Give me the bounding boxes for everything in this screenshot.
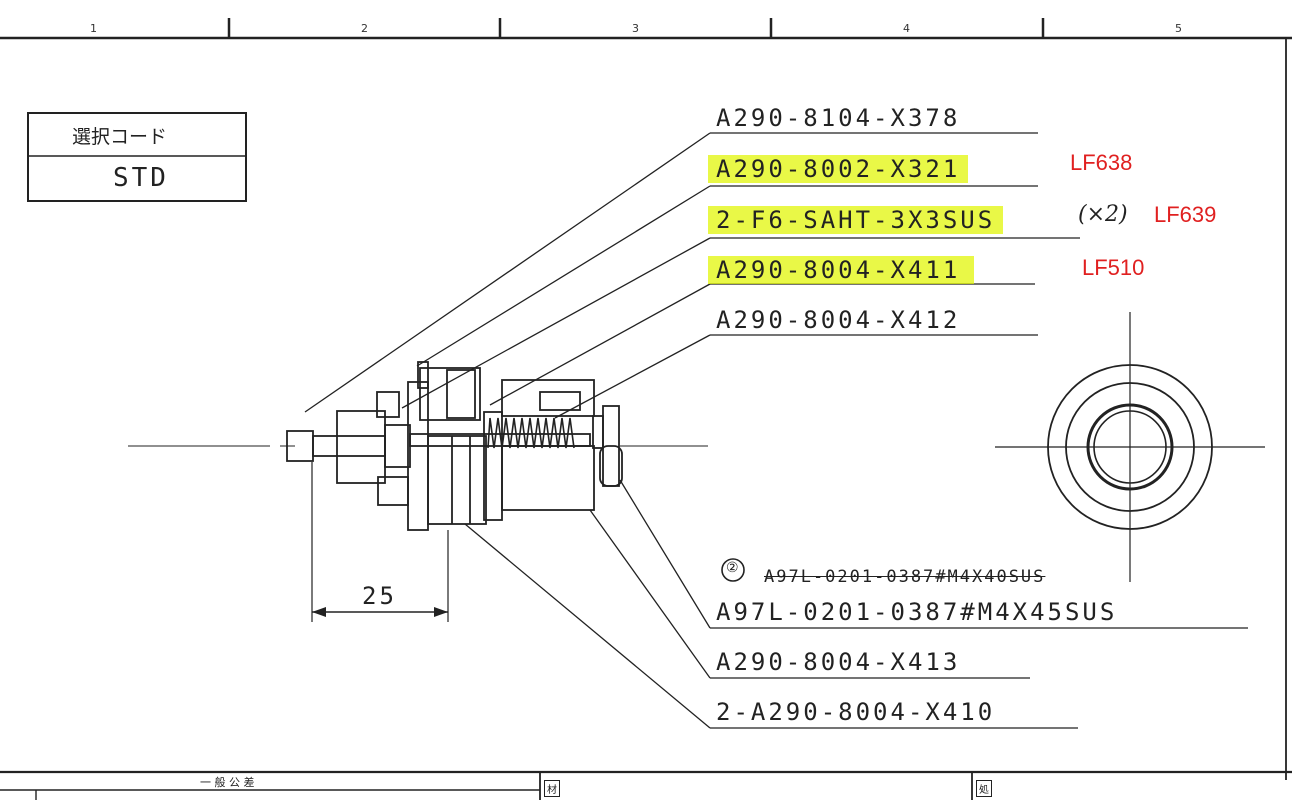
zone-label: 5 [1175,22,1182,35]
zone-label: 2 [361,22,368,35]
part-side-view [286,361,623,531]
superseded-part-number: A97L-0201-0387#M4X40SUS [764,567,1046,587]
dimension-arrow [434,607,448,617]
title-block-material-label: 材 [544,780,560,797]
part-number-label: A290-8004-X413 [716,648,961,676]
part-number-label-highlighted: 2-F6-SAHT-3X3SUS [708,206,1004,234]
dimension-arrow [312,607,326,617]
marker-circle [721,558,745,582]
ref-code-label: LF510 [1082,255,1145,280]
part-number-label: 2-A290-8004-X410 [716,698,996,726]
selection-code-value: STD [113,163,169,193]
part-number-label-highlighted: A290-8004-X411 [708,256,975,284]
part-number-label: A97L-0201-0387#M4X45SUS [716,598,1118,626]
part-number-label: A290-8004-X412 [716,306,961,334]
quantity-note: (×2) [1078,202,1128,227]
title-block-treatment-label: 処 [976,780,992,797]
part-number-label: A290-8104-X378 [716,104,961,132]
ref-code-label: LF639 [1154,202,1217,227]
end-view [995,312,1265,582]
zone-label: 1 [90,22,97,35]
zone-label: 3 [632,22,639,35]
leader-lines-bottom [464,479,1248,729]
ref-code-label: LF638 [1070,150,1133,175]
selection-code-box [27,112,247,202]
leader-lines-top [304,132,1080,419]
title-block-tolerance-label: 一 般 公 差 [200,776,255,789]
marker-number: ② [726,560,739,576]
zone-label: 4 [903,22,910,35]
part-number-label-highlighted: A290-8002-X321 [708,155,969,183]
dimension-value: 25 [362,582,397,610]
selection-code-title: 選択コード [72,126,168,148]
